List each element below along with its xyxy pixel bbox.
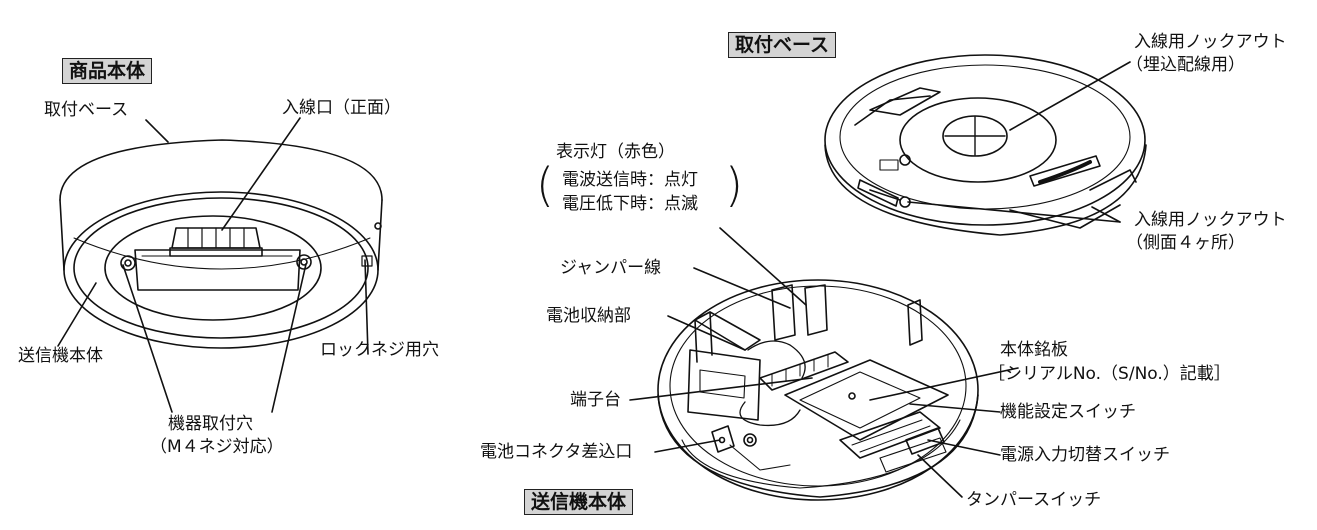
- label-battery-connector: 電池コネクタ差込口: [480, 442, 633, 462]
- label-wire-entry-front: 入線口（正面）: [282, 98, 401, 118]
- label-mounting-hole-note: （M４ネジ対応）: [150, 437, 284, 457]
- section-mounting-base: 取付ベース: [728, 32, 837, 58]
- section-transmitter-body: 送信機本体: [524, 489, 634, 515]
- transmitter-body-drawing: [629, 227, 1019, 501]
- label-indicator-tx: 電波送信時：点灯: [562, 170, 698, 190]
- label-battery-compartment: 電池収納部: [546, 306, 631, 326]
- label-tamper-switch: タンパースイッチ: [966, 490, 1102, 510]
- label-base-on-product: 取付ベース: [44, 100, 129, 120]
- product-body-drawing: [57, 117, 383, 413]
- label-terminal-block: 端子台: [570, 390, 621, 410]
- label-nameplate-note: ［シリアルNo.（S/No.）記載］: [988, 364, 1231, 384]
- label-knockout-side: 入線用ノックアウト: [1134, 210, 1287, 230]
- mounting-base-drawing: [824, 54, 1147, 236]
- label-nameplate: 本体銘板: [1000, 340, 1068, 360]
- label-knockout-top: 入線用ノックアウト: [1134, 32, 1287, 52]
- label-mounting-hole: 機器取付穴: [168, 414, 253, 434]
- label-indicator-lamp: 表示灯（赤色）: [556, 142, 675, 162]
- label-transmitter-body: 送信機本体: [18, 346, 103, 366]
- label-knockout-top-note: （埋込配線用）: [1126, 55, 1245, 75]
- label-jumper-wire: ジャンパー線: [560, 258, 662, 278]
- label-function-switch: 機能設定スイッチ: [1000, 402, 1136, 422]
- section-product-body: 商品本体: [62, 58, 153, 84]
- label-power-switch: 電源入力切替スイッチ: [1000, 445, 1170, 465]
- label-knockout-side-note: （側面４ヶ所）: [1126, 233, 1245, 253]
- label-indicator-lowv: 電圧低下時：点滅: [562, 194, 698, 214]
- right-paren: ): [725, 158, 743, 212]
- label-lock-screw-hole: ロックネジ用穴: [320, 340, 439, 360]
- left-paren: (: [536, 158, 554, 212]
